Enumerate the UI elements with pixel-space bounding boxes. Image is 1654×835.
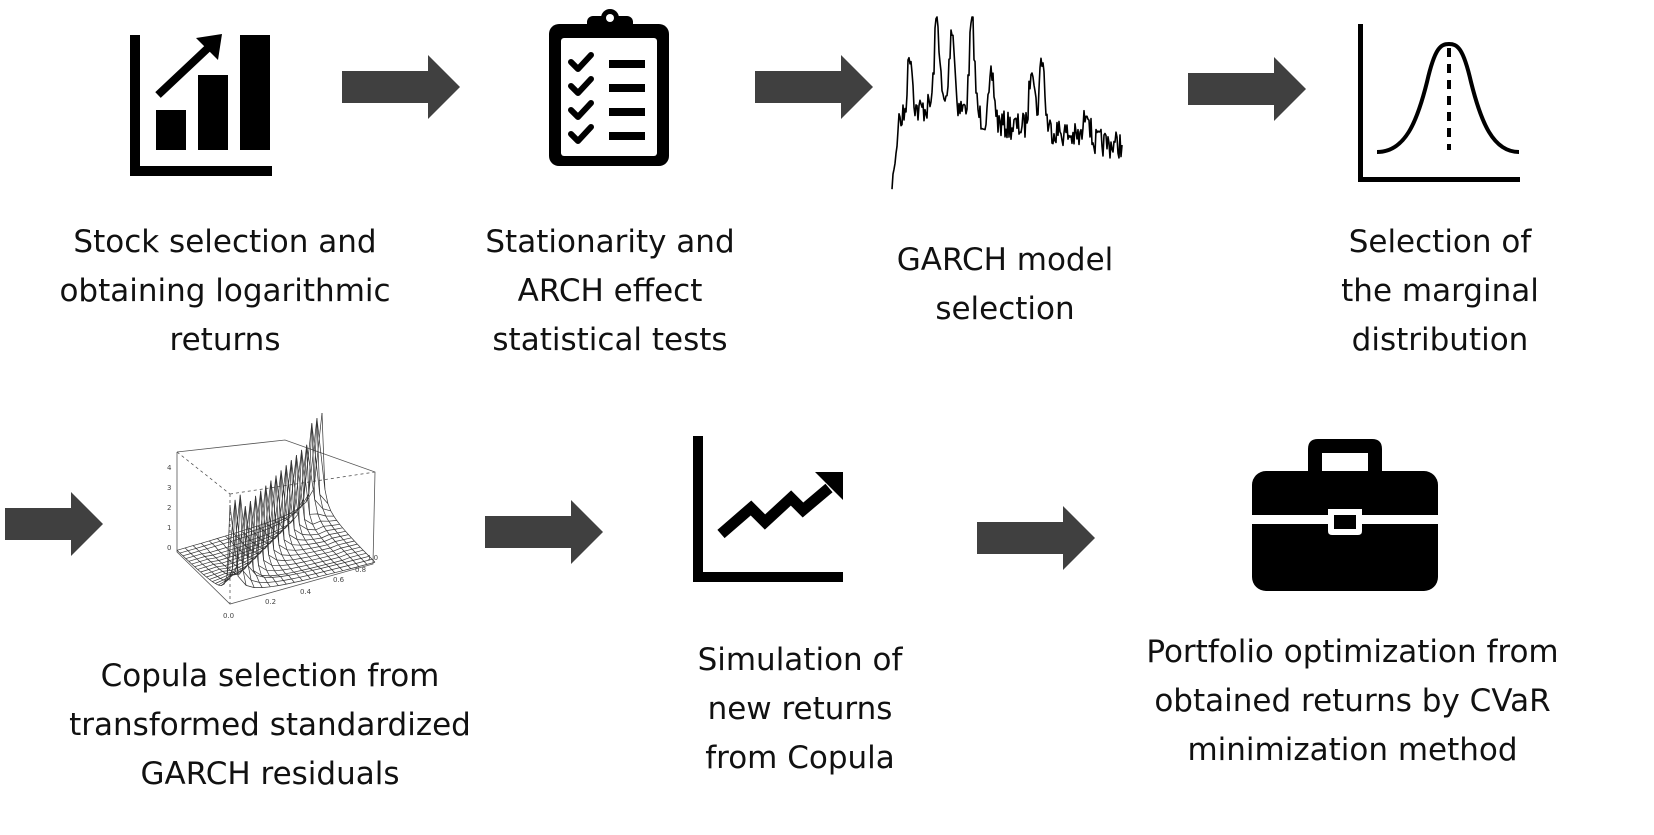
clipboard-checklist-icon [549,9,669,166]
svg-text:0: 0 [167,544,171,552]
svg-text:0.6: 0.6 [333,576,345,584]
svg-text:3: 3 [167,484,171,492]
bell-curve-icon [1358,24,1520,182]
copula-3d-surface-icon: 4 3 2 1 0 0.0 0.2 0.4 0.6 0.81.0 [167,412,378,620]
flow-arrow-6 [977,506,1095,570]
flow-arrow-5 [485,500,603,564]
svg-text:0.0: 0.0 [223,612,234,620]
svg-text:0.2: 0.2 [265,598,276,606]
svg-text:1.0: 1.0 [367,554,378,562]
flow-arrow-3 [1188,57,1306,121]
flow-arrow-1 [342,55,460,119]
briefcase-icon [1252,439,1438,591]
volatility-time-series-icon [891,16,1123,190]
trending-up-chart-icon [693,436,843,582]
svg-text:2: 2 [167,504,171,512]
svg-text:0.4: 0.4 [300,588,312,596]
svg-text:0.8: 0.8 [355,566,366,574]
flow-arrow-4 [5,492,103,556]
flow-arrow-2 [755,55,873,119]
svg-text:4: 4 [167,464,172,472]
svg-text:1: 1 [167,524,171,532]
bar-chart-growth-icon [130,34,272,176]
